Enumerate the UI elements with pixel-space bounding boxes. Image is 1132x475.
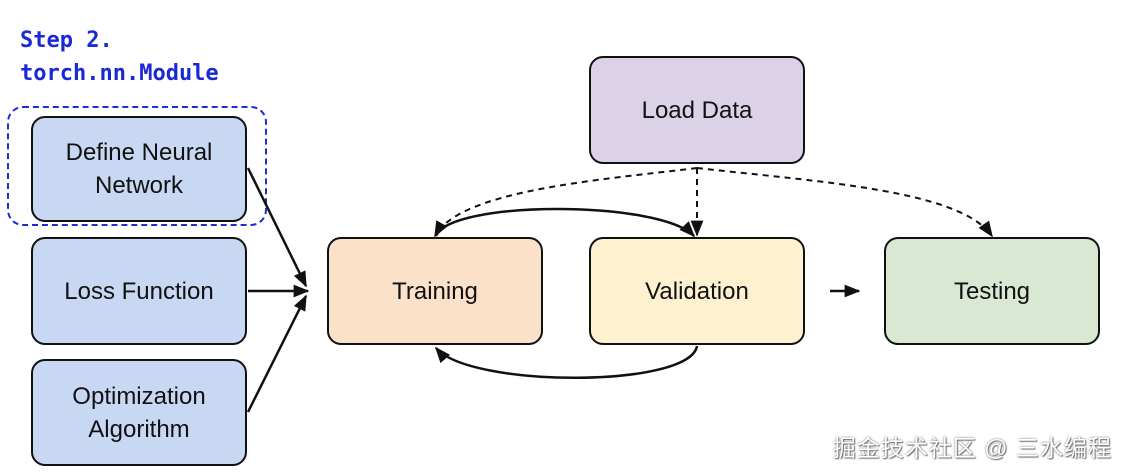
optimization-algorithm-box: Optimization Algorithm (31, 359, 247, 466)
define-network-label-line2: Network (94, 172, 184, 199)
validation-to-training-arrow (434, 345, 699, 379)
testing-box: Testing (884, 237, 1100, 345)
define-network-label-line1: Define Neural (65, 139, 213, 166)
loss-function-label: Loss Function (64, 277, 214, 305)
validation-box: Validation (589, 237, 805, 345)
training-to-validation-arrow (434, 207, 696, 238)
loss-function-box: Loss Function (31, 237, 247, 345)
module-highlight-frame (7, 106, 267, 226)
training-box: Training (327, 237, 543, 345)
load-data-label: Load Data (641, 96, 753, 124)
load-data-box: Load Data (589, 56, 805, 164)
optimizer-to-training-arrow (246, 294, 308, 413)
validation-label: Validation (645, 277, 749, 305)
define-network-box: Define Neural Network (31, 116, 247, 222)
step-module-name: torch.nn.Module (20, 61, 219, 86)
network-to-training-arrow (246, 167, 308, 288)
optimization-label-line2: Algorithm (88, 415, 190, 443)
watermark-text: 掘金技术社区 @ 三水编程 (832, 435, 1112, 461)
testing-label: Testing (953, 277, 1031, 305)
load-data-to-training-dashed-arrow (434, 167, 698, 238)
training-label: Training (392, 277, 478, 305)
step-heading: Step 2. torch.nn.Module (20, 24, 219, 90)
step-title: Step 2. (20, 28, 113, 53)
optimization-label-line1: Optimization (72, 382, 206, 410)
load-data-to-testing-dashed-arrow (696, 167, 993, 238)
